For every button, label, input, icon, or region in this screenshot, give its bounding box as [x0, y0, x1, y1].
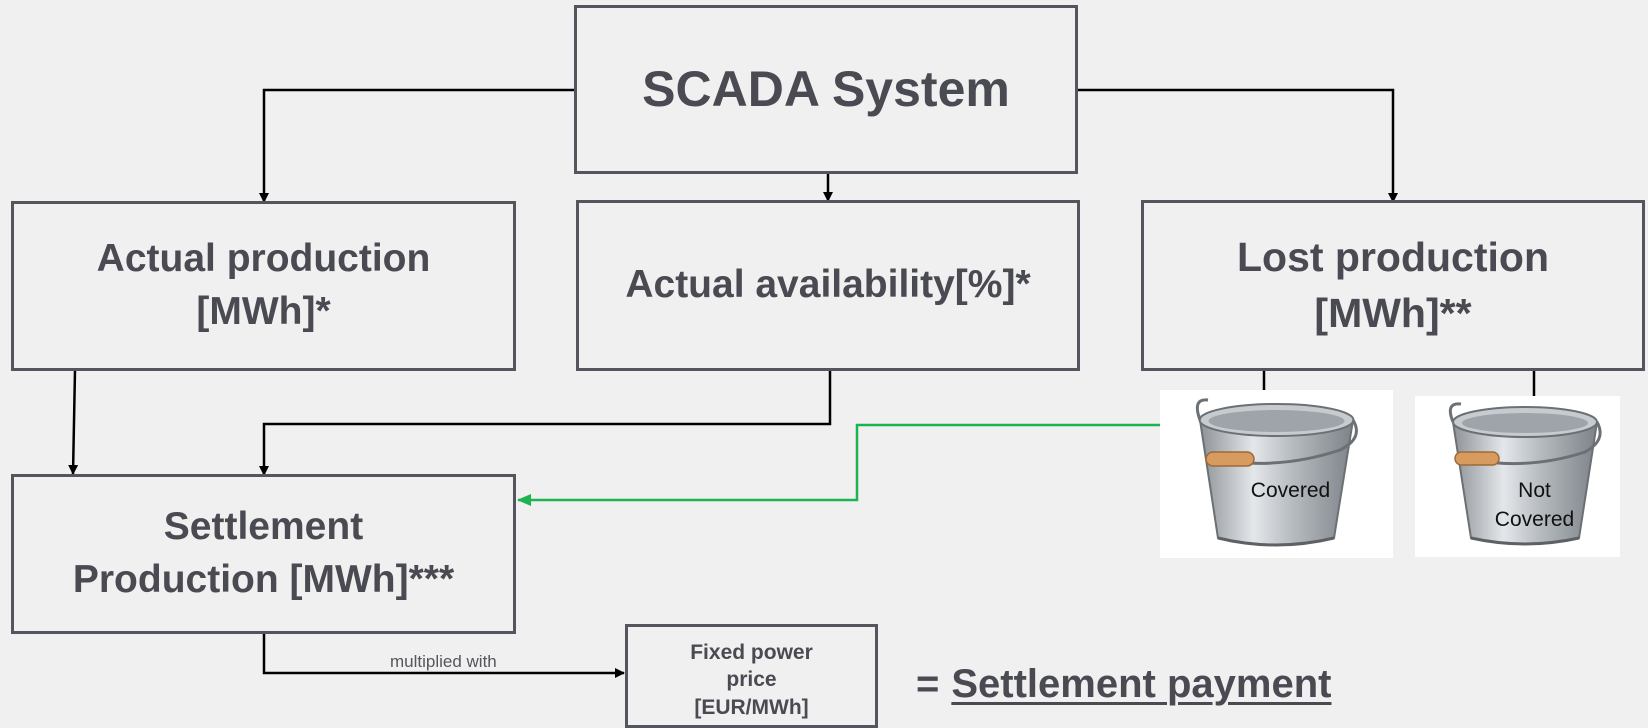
lost-production-box: Lost production [MWh]** — [1141, 200, 1645, 371]
arrow-availability-to-settlement — [259, 369, 832, 476]
settlement-production-label: Settlement Production [MWh]*** — [72, 505, 455, 601]
fixed-power-price-box: Fixed power price [EUR/MWh] — [625, 624, 878, 728]
covered-bucket: Covered — [1160, 390, 1393, 558]
arrow-actual-production-to-settlement — [68, 369, 79, 475]
equals-sign: = — [916, 662, 940, 706]
actual-availability-box: Actual availability[%]* — [576, 200, 1080, 371]
settlement-production-box: Settlement Production [MWh]*** — [11, 474, 516, 634]
not-covered-bucket: Not Covered — [1415, 396, 1620, 557]
scada-system-box: SCADA System — [574, 5, 1078, 174]
settlement-payment-result: =Settlement payment — [916, 662, 1331, 707]
bucket-icon — [1448, 402, 1602, 546]
actual-production-label: Actual production [MWh]* — [96, 237, 431, 333]
actual-production-box: Actual production [MWh]* — [11, 201, 516, 371]
not-covered-label: Not Covered — [1494, 479, 1575, 532]
arrow-covered-to-settlement — [517, 423, 1200, 506]
fixed-power-price-label: Fixed power price [EUR/MWh] — [690, 641, 813, 719]
lost-production-label: Lost production [MWh]** — [1236, 234, 1549, 336]
multiplied-with-label: multiplied with — [390, 652, 497, 671]
arrow-settlement-to-fixed-price — [262, 632, 625, 678]
bucket-icon — [1195, 398, 1358, 547]
covered-label: Covered — [1250, 479, 1331, 502]
arrow-scada-to-actual-production — [259, 88, 575, 203]
actual-availability-label: Actual availability[%]* — [625, 263, 1031, 307]
settlement-payment-label: Settlement payment — [951, 662, 1332, 706]
arrow-scada-to-lost-production — [1077, 88, 1398, 203]
scada-system-label: SCADA System — [642, 60, 1010, 117]
